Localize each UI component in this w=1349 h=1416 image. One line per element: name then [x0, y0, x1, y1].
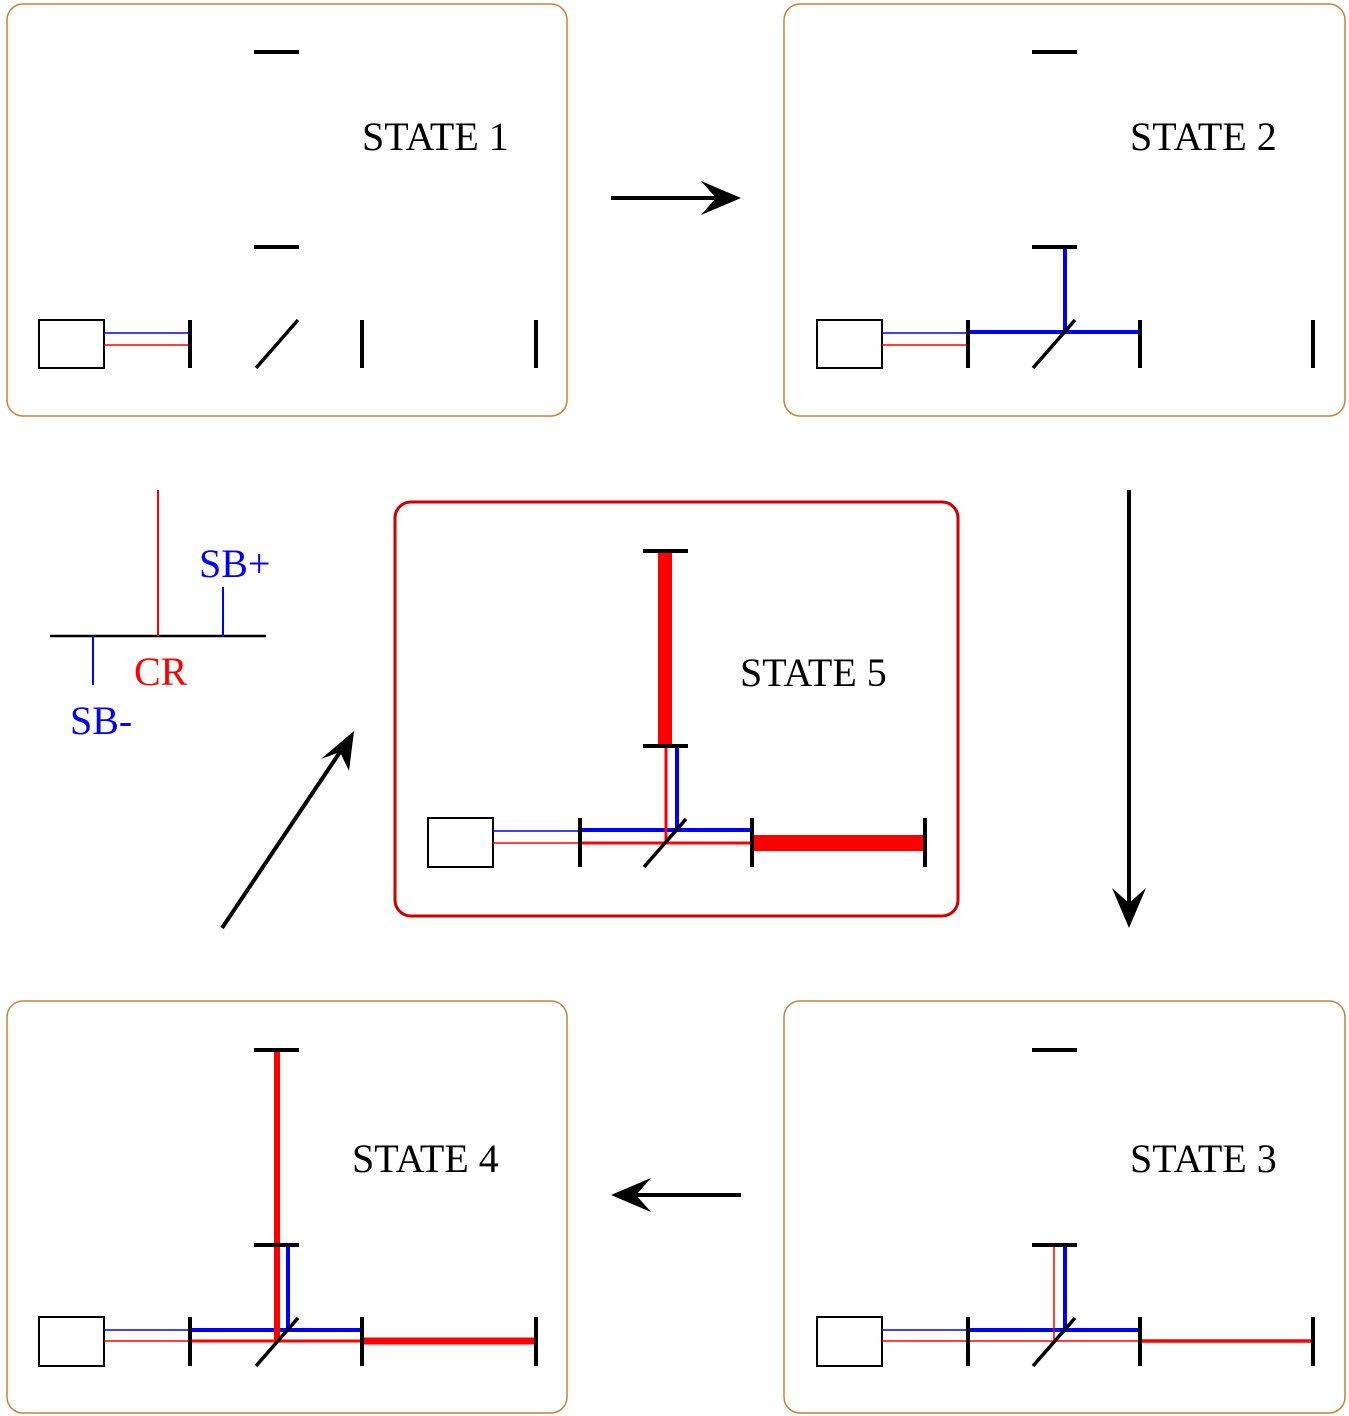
lower-sideband-label: SB-: [70, 698, 132, 743]
state-5-frame: [393, 500, 960, 918]
state-5-panel: STATE 5: [393, 500, 960, 918]
laser-box: [427, 817, 494, 868]
laser-box: [816, 319, 883, 369]
state-2-frame: [783, 3, 1346, 417]
state-2-label: STATE 2: [1130, 114, 1277, 159]
transition-arrow-4-to-5: [220, 731, 354, 930]
beam-splitter: [254, 318, 300, 370]
laser-box: [38, 1316, 105, 1367]
state-3-label: STATE 3: [1130, 1136, 1277, 1181]
beam-splitter: [254, 1316, 300, 1368]
laser-box: [816, 1316, 883, 1367]
carrier-label: CR: [134, 649, 188, 694]
state-2-panel: STATE 2: [783, 3, 1346, 417]
frequency-legend: SB+ CR SB-: [50, 490, 270, 743]
state-5-label: STATE 5: [740, 650, 887, 695]
beam-splitter: [1031, 1316, 1077, 1368]
state-4-frame: [6, 1000, 568, 1414]
transition-arrow-3-to-4: [611, 1178, 741, 1212]
state-3-frame: [783, 1000, 1346, 1414]
state-3-panel: STATE 3: [783, 1000, 1346, 1414]
transition-arrow-2-to-3: [1112, 490, 1146, 928]
laser-box: [38, 319, 105, 369]
state-1-frame: [6, 3, 568, 417]
state-1-label: STATE 1: [362, 114, 509, 159]
transition-arrow-1-to-2: [611, 181, 741, 215]
state-4-panel: STATE 4: [6, 1000, 568, 1414]
beam-splitter: [642, 817, 688, 869]
beam-splitter: [1031, 318, 1077, 370]
state-1-panel: STATE 1: [6, 3, 568, 417]
state-4-label: STATE 4: [352, 1136, 499, 1181]
upper-sideband-label: SB+: [199, 541, 270, 586]
